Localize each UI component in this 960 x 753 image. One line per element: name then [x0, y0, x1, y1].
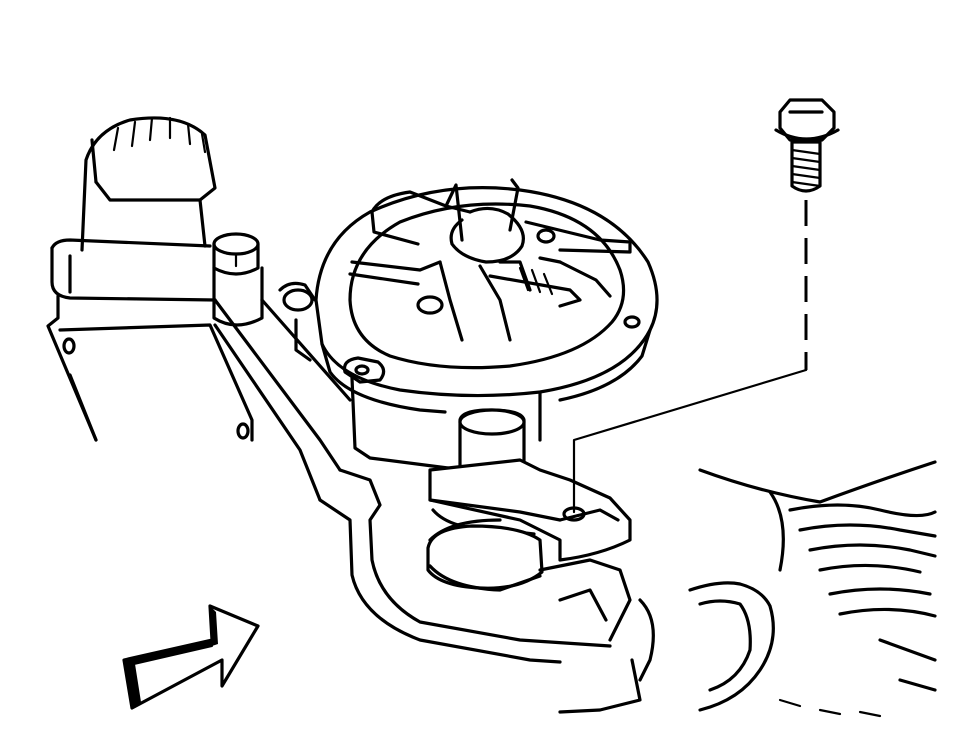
engine-bracket — [46, 116, 254, 442]
intake-manifold — [558, 460, 937, 718]
manifold-rail — [213, 281, 352, 502]
bracket-bolt-icon — [212, 232, 264, 327]
hex-bolt-icon — [774, 98, 840, 193]
bolt-leader-line — [572, 368, 808, 514]
front-arrow-icon — [122, 604, 260, 710]
distributor-housing-icon — [314, 178, 659, 414]
clamp-icon — [318, 458, 632, 664]
